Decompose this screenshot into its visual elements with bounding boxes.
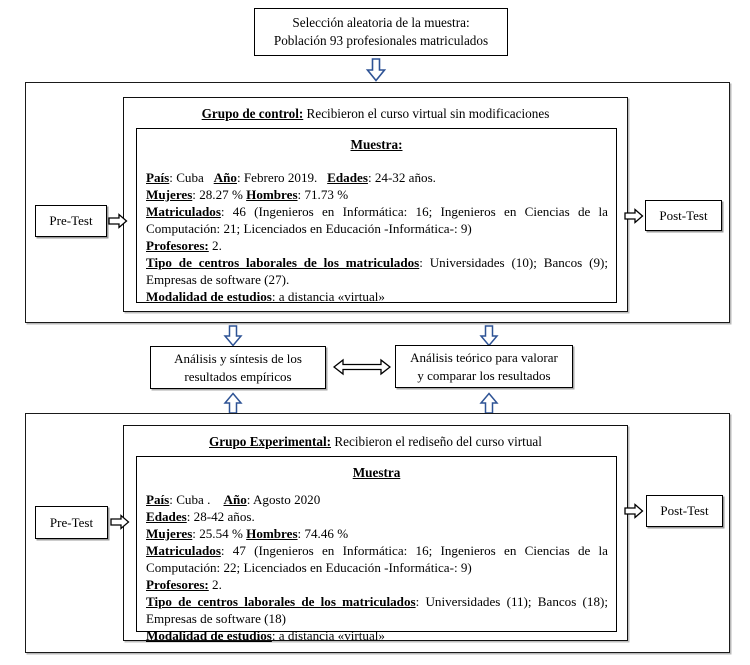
analysis-empirical-line-1: Análisis y síntesis de los [174, 350, 302, 366]
experimental-profesores-label: Profesores: [146, 577, 209, 593]
control-edades-label: Edades [327, 170, 368, 185]
control-anio-value: : Febrero 2019. [236, 170, 318, 185]
experimental-sample-body: País: Cuba . Año: Agosto 2020 Edades: 28… [137, 491, 616, 644]
control-sample-box: Muestra: País: Cuba Año: Febrero 2019. E… [136, 128, 617, 305]
experimental-row-pais-anio: País: Cuba . Año: Agosto 2020 [146, 491, 608, 508]
experimental-matriculados-label: Matriculados [146, 543, 221, 559]
control-row-modalidad: Modalidad de estudios: a distancia «virt… [146, 288, 608, 305]
posttest-control-label: Post-Test [659, 207, 708, 223]
control-pais-value: : Cuba [169, 170, 204, 185]
experimental-mujeres-value: : 25.54 % [192, 526, 243, 542]
control-row-genero: Mujeres: 28.27 % Hombres: 71.73 % [146, 186, 608, 203]
arrow-down-to-control-icon [365, 58, 387, 82]
control-row-centros: Tipo de centros laborales de los matricu… [146, 254, 608, 288]
analysis-empirical-box: Análisis y síntesis de los resultados em… [150, 346, 326, 389]
experimental-edades-value: : 28-42 años. [186, 509, 255, 525]
control-matriculados-label: Matriculados [146, 204, 221, 220]
experimental-profesores-value: 2. [208, 577, 222, 593]
experimental-modalidad-label: Modalidad de estudios [146, 628, 272, 644]
control-centros-label: Tipo de centros laborales de los matricu… [146, 255, 420, 271]
control-anio-label: Año [213, 170, 237, 185]
control-mujeres-label: Mujeres [146, 187, 193, 203]
posttest-experimental-label: Post-Test [660, 503, 709, 518]
pretest-experimental-label: Pre-Test [49, 514, 94, 530]
experimental-anio-label: Año [223, 492, 247, 507]
experimental-matriculados-value: : 47 (Ingenieros en Informática: 16; Ing… [146, 543, 608, 576]
control-row-profesores: Profesores: 2. [146, 237, 608, 254]
experimental-group-title-bold: Grupo Experimental: [209, 434, 332, 449]
control-edades-value: : 24-32 años. [367, 170, 436, 185]
analysis-empirical-line-2: resultados empíricos [184, 368, 292, 384]
experimental-row-centros: Tipo de centros laborales de los matricu… [146, 593, 608, 627]
experimental-row-matriculados: Matriculados: 47 (Ingenieros en Informát… [146, 542, 608, 576]
experimental-hombres-value: : 74.46 % [297, 526, 349, 542]
arrow-up-to-theoretic-icon [479, 392, 499, 414]
analysis-theoretic-line-2: y comparar los resultados [417, 367, 551, 383]
experimental-centros-label: Tipo de centros laborales de los matricu… [146, 594, 416, 610]
control-hombres-value: : 71.73 % [297, 187, 349, 203]
control-sample-title: Muestra: [137, 137, 616, 153]
experimental-row-genero: Mujeres: 25.54 % Hombres: 74.46 % [146, 525, 608, 542]
selection-line-1: Selección aleatoria de la muestra: [292, 15, 470, 31]
control-pais-label: País [146, 170, 170, 185]
experimental-sample-title: Muestra [137, 465, 616, 481]
experimental-sample-title-text: Muestra [352, 465, 401, 480]
arrow-up-to-empirical-icon [223, 392, 243, 414]
experimental-mujeres-label: Mujeres [146, 526, 193, 542]
control-hombres-label: Hombres [246, 187, 298, 203]
control-group-title: Grupo de control: Recibieron el curso vi… [124, 106, 627, 122]
posttest-control-box[interactable]: Post-Test [645, 200, 722, 231]
experimental-hombres-label: Hombres [246, 526, 298, 542]
arrow-down-to-theoretic-icon [479, 325, 499, 347]
experimental-row-edades: Edades: 28-42 años. [146, 508, 608, 525]
control-profesores-label: Profesores: [146, 238, 209, 254]
experimental-anio-value: : Agosto 2020 [246, 492, 321, 507]
pretest-experimental-box[interactable]: Pre-Test [35, 506, 108, 539]
selection-box: Selección aleatoria de la muestra: Pobla… [254, 8, 508, 56]
control-matriculados-value: : 46 (Ingenieros en Informática: 16; Ing… [146, 204, 608, 237]
experimental-row-modalidad: Modalidad de estudios: a distancia «virt… [146, 627, 608, 644]
control-row-pais-anio-edades: País: Cuba Año: Febrero 2019. Edades: 24… [146, 169, 608, 186]
arrow-right-pretest-control-icon [108, 213, 128, 229]
arrow-down-to-empirical-icon [223, 325, 243, 347]
control-group-title-rest: Recibieron el curso virtual sin modifica… [303, 106, 550, 121]
analysis-theoretic-box: Análisis teórico para valorar y comparar… [395, 345, 573, 388]
experimental-group-title: Grupo Experimental: Recibieron el redise… [124, 434, 627, 450]
control-mujeres-value: : 28.27 % [192, 187, 243, 203]
experimental-row-profesores: Profesores: 2. [146, 576, 608, 593]
experimental-sample-box: Muestra País: Cuba . Año: Agosto 2020 Ed… [136, 456, 617, 643]
experimental-group-title-rest: Recibieron el rediseño del curso virtual [331, 434, 542, 449]
control-profesores-value: 2. [208, 238, 222, 254]
control-modalidad-label: Modalidad de estudios [146, 289, 272, 305]
pretest-control-box[interactable]: Pre-Test [35, 205, 107, 237]
arrow-bidirectional-icon [333, 357, 391, 377]
analysis-theoretic-line-1: Análisis teórico para valorar [410, 349, 558, 365]
arrow-right-posttest-control-icon [624, 208, 644, 224]
control-centros-value: : Universidades (10); Bancos (9); Empres… [146, 255, 608, 288]
experimental-pais-label: País [146, 492, 170, 507]
control-sample-body: País: Cuba Año: Febrero 2019. Edades: 24… [137, 169, 616, 305]
arrow-right-posttest-experimental-icon [624, 503, 644, 519]
experimental-pais-value: : Cuba . [169, 492, 211, 507]
pretest-control-label: Pre-Test [49, 213, 93, 228]
experimental-modalidad-value: : a distancia «virtual» [271, 628, 385, 644]
control-sample-title-text: Muestra: [350, 137, 403, 152]
control-group-title-bold: Grupo de control: [201, 106, 304, 121]
experimental-edades-label: Edades [146, 509, 187, 525]
experimental-centros-value: : Universidades (11); Bancos (18); Empre… [146, 594, 608, 627]
posttest-experimental-box[interactable]: Post-Test [646, 495, 723, 527]
selection-line-2: Población 93 profesionales matriculados [273, 33, 489, 48]
arrow-right-pretest-experimental-icon [110, 514, 130, 530]
control-row-matriculados: Matriculados: 46 (Ingenieros en Informát… [146, 203, 608, 237]
control-modalidad-value: : a distancia «virtual» [271, 289, 385, 305]
